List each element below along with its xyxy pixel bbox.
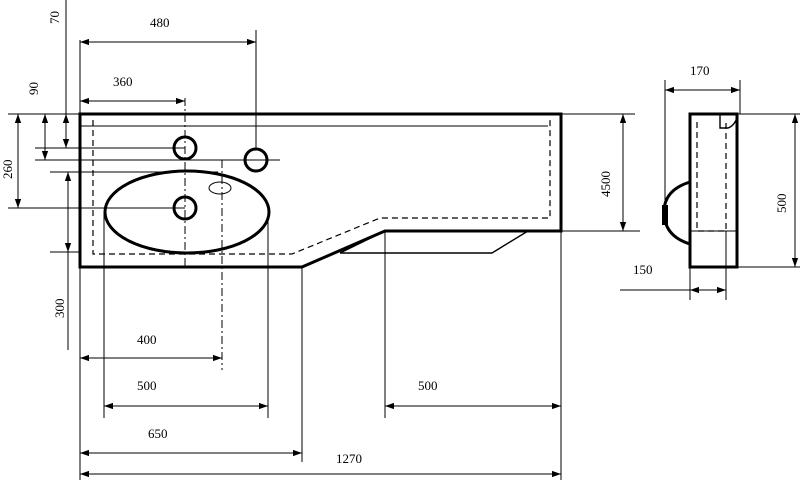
label-1270: 1270 [336, 451, 362, 466]
side-hidden-line [696, 122, 727, 232]
label-360: 360 [113, 74, 133, 89]
label-500-left: 500 [137, 378, 157, 393]
basin-bowl [103, 169, 271, 255]
underside-edge [339, 230, 386, 254]
front-view [78, 98, 563, 370]
label-4500: 4500 [598, 171, 613, 197]
label-500-right: 500 [418, 378, 438, 393]
countertop-underside [340, 230, 529, 254]
label-70: 70 [47, 11, 62, 24]
side-lip [719, 114, 738, 129]
hidden-inner-outline [92, 120, 551, 255]
label-400: 400 [137, 332, 157, 347]
dimension-labels: 480 360 70 90 260 300 4500 400 500 650 1… [0, 11, 789, 466]
side-view [620, 80, 800, 300]
label-170: 170 [690, 63, 710, 78]
label-150: 150 [633, 262, 653, 277]
label-300: 300 [52, 299, 67, 319]
label-500-side: 500 [774, 194, 789, 214]
label-480: 480 [150, 15, 170, 30]
side-drain-stub [662, 205, 668, 225]
label-90: 90 [26, 82, 41, 95]
countertop-outline [78, 112, 563, 269]
label-260: 260 [0, 160, 15, 180]
dimension-lines [8, 0, 640, 480]
label-650: 650 [148, 426, 168, 441]
overflow-drain [208, 181, 232, 195]
